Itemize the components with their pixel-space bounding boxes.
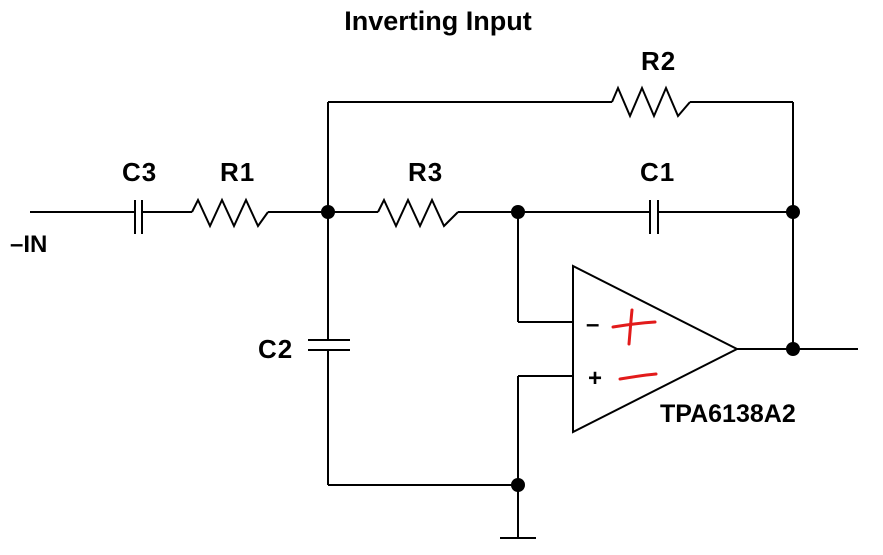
label-r1: R1 [220,157,255,187]
opamp-triangle [572,264,740,434]
label-r3: R3 [408,157,443,187]
junction-output [786,342,800,356]
label-c1: C1 [640,157,675,187]
resistor-r2 [611,85,691,119]
junction-node-a [321,205,335,219]
resistor-r3 [377,197,459,229]
junction-ground [511,478,525,492]
opamp-noninverting-pin: + [588,365,602,392]
red-minus-annotation [618,372,658,381]
opamp-part-number: TPA6138A2 [660,400,796,428]
junction-feedback [786,205,800,219]
input-label: –IN [10,231,47,258]
capacitor-c2 [308,339,350,351]
capacitor-c1 [649,200,659,234]
label-c2: C2 [258,334,293,364]
diagram-title: Inverting Input [344,6,531,36]
capacitor-c3 [134,200,143,234]
junction-node-b [511,205,525,219]
red-plus-annotation [611,308,657,346]
label-c3: C3 [122,157,157,187]
resistor-r1 [191,197,269,229]
label-r2: R2 [641,46,676,76]
opamp-inverting-pin: – [586,311,599,338]
